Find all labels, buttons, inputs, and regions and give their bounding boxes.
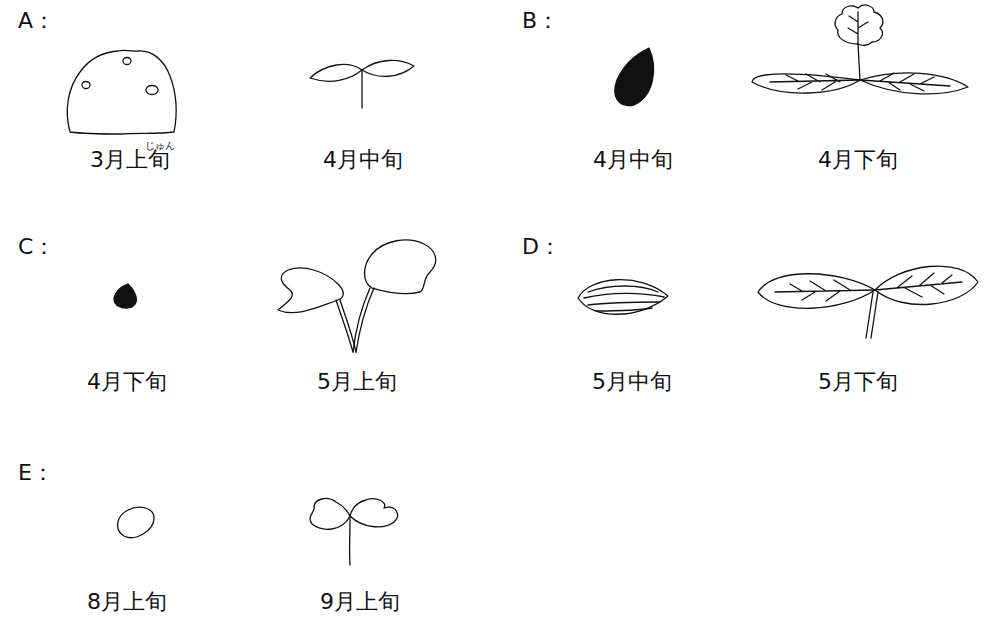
seed-potato bbox=[67, 50, 176, 134]
small-black-seed bbox=[114, 284, 136, 308]
potato-sprout bbox=[310, 60, 414, 108]
date-label: 5月下旬 bbox=[818, 371, 898, 393]
date-label: 9月上旬 bbox=[320, 591, 400, 613]
heart-leaf-sprout bbox=[278, 240, 436, 352]
small-sprout bbox=[310, 499, 398, 565]
section-letter: B： bbox=[522, 10, 559, 32]
section-letter: E： bbox=[18, 462, 54, 484]
oval-seed bbox=[118, 507, 154, 537]
section-letter: D： bbox=[522, 236, 561, 258]
date-label: 4月中旬 bbox=[323, 149, 403, 171]
date-label: 5月中旬 bbox=[592, 371, 672, 393]
date-label: 4月下旬 bbox=[87, 371, 167, 393]
date-label: 4月下旬 bbox=[818, 149, 898, 171]
seedling-with-true-leaf bbox=[752, 5, 968, 94]
section-letter: A： bbox=[18, 10, 55, 32]
date-label: 5月上旬 bbox=[317, 371, 397, 393]
striped-seed bbox=[578, 280, 668, 315]
date-label: 8月上旬 bbox=[87, 591, 167, 613]
oval-cotyledon-seedling bbox=[758, 266, 978, 338]
black-seed bbox=[615, 48, 654, 105]
date-label: 3月上旬 bbox=[90, 149, 170, 171]
date-label: 4月中旬 bbox=[593, 149, 673, 171]
section-letter: C： bbox=[18, 236, 55, 258]
